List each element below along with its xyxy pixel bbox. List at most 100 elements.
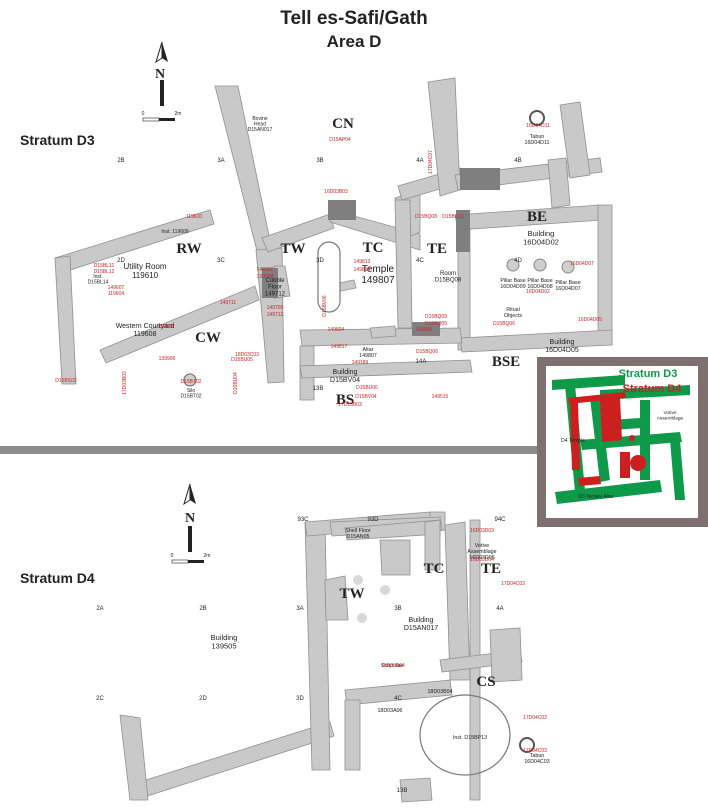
locus-label: D15BQ06 [493, 321, 515, 327]
feature-label: Inst. 119609 [161, 229, 188, 235]
locus-label: 139906 [159, 356, 176, 362]
locus-label: 16D03D04 [470, 557, 494, 563]
area-label: TW [339, 586, 364, 602]
stratum-d3-label: Stratum D3 [20, 132, 95, 148]
locus-label: 149709 [267, 305, 284, 311]
locus-label: 18D03C03 [235, 352, 259, 358]
inset-map [537, 357, 708, 527]
d3-pillar-base [506, 258, 520, 272]
locus-label: 119608 [158, 324, 175, 330]
d3-dark-patches [262, 168, 500, 336]
locus-label: D15BU05 [231, 357, 253, 363]
area-label: CW [195, 330, 221, 346]
scale-bar-d3 [142, 117, 175, 122]
grid-label: 3C [217, 258, 225, 264]
feature-label: Inst. D15BP13 [453, 735, 487, 741]
locus-label: 17D04C03 [501, 581, 525, 587]
grid-label: 4D [514, 258, 522, 264]
grid-label: 3D [316, 258, 324, 264]
locus-label: 149515 [432, 394, 449, 400]
grid-label: 93D [367, 517, 379, 523]
locus-label: D15BT02 [180, 379, 201, 385]
north-label: N [155, 67, 165, 82]
grid-label: 2D [117, 258, 125, 264]
inset-label: D3 Temple Altar [578, 494, 614, 500]
locus-label: 16D04D05 [578, 317, 602, 323]
north-arrow-d3 [155, 41, 168, 106]
d3-pillar-base [533, 258, 547, 272]
grid-label: 4C [394, 696, 402, 702]
grid-label: 2B [117, 158, 124, 164]
locus-label: 17D04C07 [428, 150, 434, 174]
area-label: BE [527, 209, 547, 225]
locus-label: 149189 [352, 360, 369, 366]
inset-label: D4 Temple [561, 438, 585, 444]
locus-label: 16D03D03 [470, 528, 494, 534]
area-label: BSE [492, 354, 520, 370]
locus-label: 139508 [257, 274, 274, 280]
area-label: CS [476, 674, 495, 690]
locus-label: 119610 [186, 214, 203, 220]
locus-label: 16D04D02 [526, 289, 550, 295]
locus-label: 149804 [328, 327, 345, 333]
locus-label: D15BS02 [55, 378, 77, 384]
d3-silo-circle [183, 373, 197, 387]
north-arrow-d4 [183, 483, 196, 552]
locus-label: D15BU04 [233, 372, 239, 394]
locus-label: D15BV04 [355, 394, 377, 400]
locus-label: 17D03B03 [122, 371, 128, 395]
locus-label: D15BQ05 [425, 321, 447, 327]
area-label: BS [336, 392, 354, 408]
scale-label: 0 [171, 553, 174, 559]
north-label: N [185, 511, 195, 526]
grid-label: 3B [394, 606, 401, 612]
d3-pillar-base [561, 260, 575, 274]
d3-walls [54, 77, 613, 401]
locus-label: 149712 [267, 312, 284, 318]
grid-label: 4A [416, 158, 423, 164]
locus-label: 17D04C03 [523, 748, 547, 754]
strata-divider [0, 446, 708, 454]
grid-label: 4C [416, 258, 424, 264]
scale-bar-d4 [171, 559, 204, 564]
locus-label: 149817 [331, 344, 348, 350]
area-label: TE [427, 241, 447, 257]
area-label: TC [363, 240, 384, 256]
feature-label: Inst.D15BL14 [88, 274, 109, 286]
d4-stone [380, 585, 390, 595]
locus-label: 149814 [354, 267, 371, 273]
locus-label: 149702 [257, 267, 274, 273]
figure-title: Tell es-Safi/Gath [280, 8, 427, 29]
area-label: CN [332, 116, 354, 132]
grid-label: 3A [296, 606, 303, 612]
d4-installation-circle [419, 694, 511, 776]
locus-label: 17D13B03 [338, 402, 362, 408]
grid-label: 93C [297, 517, 309, 523]
area-label: TW [280, 241, 305, 257]
locus-label: 149711 [220, 300, 237, 306]
locus-label: 16D03B03 [324, 189, 348, 195]
locus-label: 18D03A04 [381, 663, 405, 669]
grid-label: 4B [514, 158, 521, 164]
area-label: TC [424, 561, 445, 577]
inset-legend-d4: Stratum D4 [623, 383, 683, 395]
feature-label: 18D03B04 [427, 689, 452, 695]
locus-label: D15BQ11 [442, 214, 464, 220]
area-label: RW [176, 241, 201, 257]
